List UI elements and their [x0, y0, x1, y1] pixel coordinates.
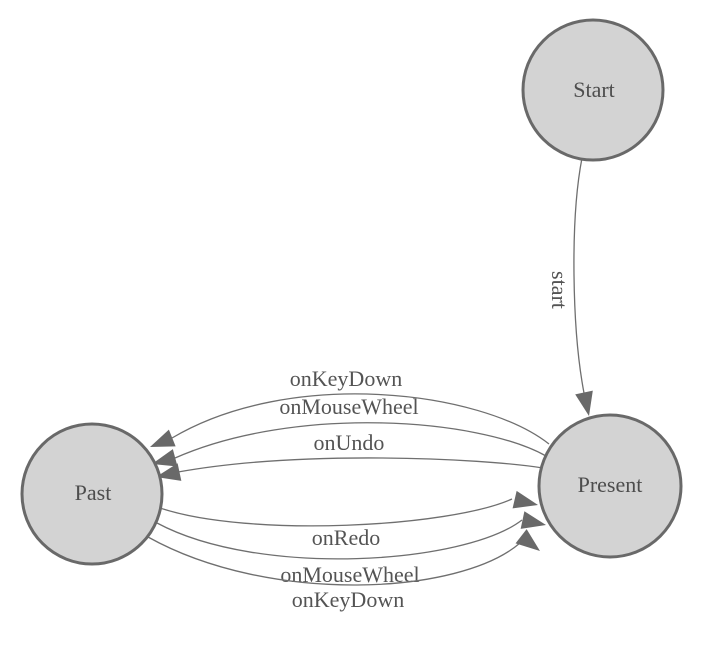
edge-past-to-present-onmousewheel-line[interactable] — [156, 519, 523, 560]
node-layer: Start Present Past — [20, 18, 683, 566]
edge-present-to-past-onundo-line[interactable] — [177, 457, 544, 473]
edge-label-onundo: onUndo — [314, 430, 385, 455]
edge-past-to-present-onredo[interactable]: onRedo — [159, 490, 540, 550]
edge-label-onkeydown-top: onKeyDown — [290, 366, 402, 391]
state-node-start-circle[interactable] — [521, 18, 665, 162]
state-node-present-circle[interactable] — [537, 413, 683, 559]
edge-start-to-present-line[interactable] — [573, 157, 585, 394]
state-node-present-label: Present — [578, 472, 643, 497]
edge-layer: start onKeyDown onMouseWheel onUndo onRe… — [147, 157, 598, 612]
edge-present-to-past-onkeydown-line[interactable] — [171, 393, 550, 445]
edge-label-onmousewheel-top: onMouseWheel — [279, 394, 418, 419]
state-node-start-label: Start — [573, 77, 615, 102]
arrowhead-icon — [156, 463, 182, 481]
state-node-past-circle[interactable] — [20, 422, 164, 566]
state-node-start[interactable]: Start — [521, 18, 665, 162]
edge-label-onredo: onRedo — [312, 525, 380, 550]
edge-past-to-present-onredo-line[interactable] — [159, 498, 513, 527]
state-node-present[interactable]: Present — [537, 413, 683, 559]
edge-present-to-past-onkeydown[interactable]: onKeyDown — [147, 366, 550, 455]
arrowhead-icon — [515, 529, 540, 551]
state-node-past[interactable]: Past — [20, 422, 164, 566]
edge-present-to-past-onundo[interactable]: onUndo — [154, 430, 544, 486]
edge-past-to-present-onmousewheel[interactable]: onMouseWheel — [156, 511, 548, 587]
arrowhead-icon — [150, 429, 176, 447]
arrowhead-icon — [152, 449, 178, 467]
arrowhead-icon — [520, 511, 546, 529]
arrowhead-icon — [575, 390, 593, 416]
edge-start-to-present[interactable]: start — [547, 157, 598, 418]
edge-present-to-past-onmousewheel[interactable]: onMouseWheel — [150, 394, 547, 473]
edge-present-to-past-onmousewheel-line[interactable] — [174, 422, 547, 459]
edge-label-onkeydown-bottom: onKeyDown — [292, 587, 404, 612]
edge-past-to-present-onkeydown-line[interactable] — [147, 536, 521, 586]
arrowhead-icon — [512, 490, 538, 509]
edge-past-to-present-onkeydown[interactable]: onKeyDown — [147, 529, 546, 612]
edge-label-start: start — [547, 271, 572, 309]
state-node-past-label: Past — [75, 480, 112, 505]
